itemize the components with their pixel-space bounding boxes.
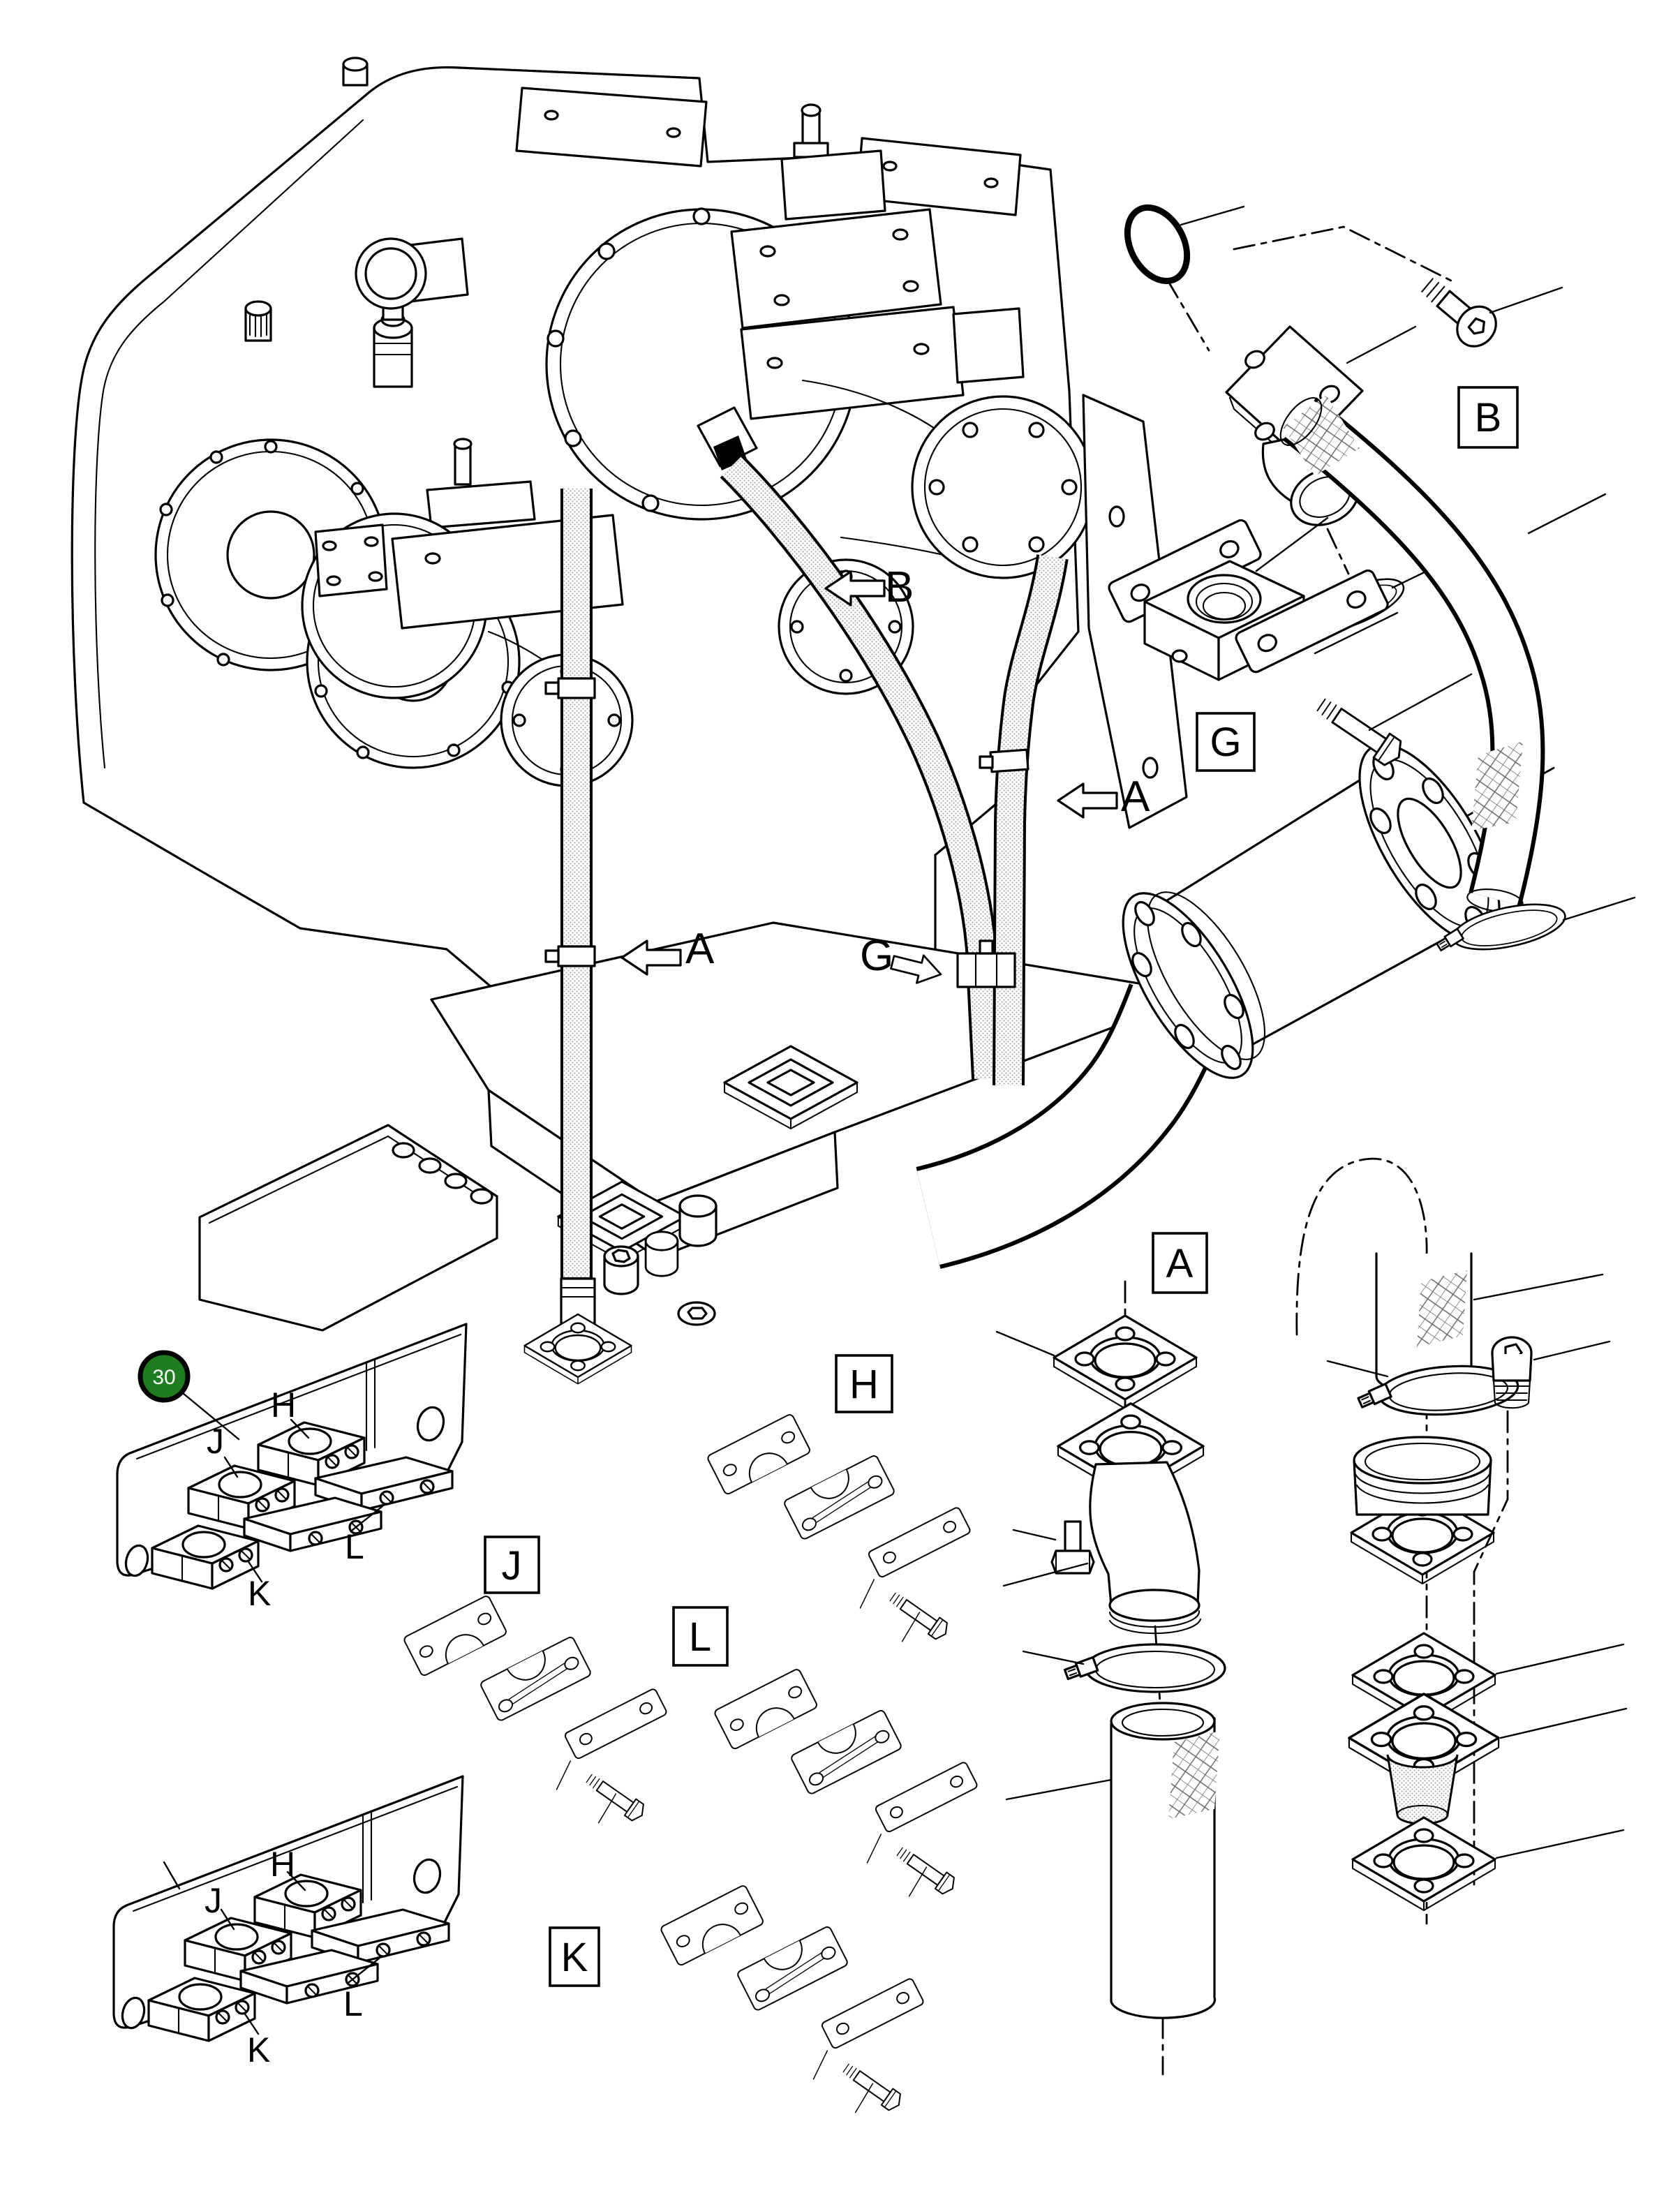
label-box-a bbox=[1152, 1232, 1208, 1294]
clamp-assembly-l bbox=[713, 1668, 978, 1897]
o-ring bbox=[1124, 204, 1191, 285]
hose-vertical bbox=[1375, 1252, 1604, 1395]
elbow-tube bbox=[1089, 1461, 1202, 1635]
hose-pair-clamp-g bbox=[956, 939, 1016, 988]
label-h: H bbox=[849, 1362, 879, 1407]
socket-head-screw bbox=[1421, 278, 1497, 348]
hydraulic-hoses bbox=[523, 406, 1069, 1385]
exploded-view-a bbox=[995, 1280, 1226, 2076]
bracket-lower-label-l: L bbox=[343, 1984, 363, 2023]
arrow-label-a-right: A bbox=[1121, 773, 1150, 821]
label-l: L bbox=[689, 1614, 711, 1660]
part-balloon-30[interactable]: 30 bbox=[137, 1350, 240, 1441]
bracket-upper-label-j: J bbox=[207, 1422, 224, 1461]
exploded-view-b bbox=[1124, 204, 1636, 962]
label-k: K bbox=[561, 1935, 588, 1980]
strainer-flange bbox=[1348, 1693, 1500, 1825]
clamp-assembly-h bbox=[706, 1413, 971, 1642]
coupling-socket bbox=[1350, 1436, 1495, 1585]
bracket-lower-label-h: H bbox=[270, 1845, 295, 1884]
label-box-h bbox=[835, 1354, 893, 1413]
label-box-b bbox=[1457, 386, 1519, 449]
exploded-view-g bbox=[1108, 516, 1473, 771]
label-box-k bbox=[549, 1926, 600, 1987]
large-suction-pipe bbox=[915, 743, 1501, 1269]
label-b: B bbox=[1475, 395, 1502, 440]
clamp-bracket-lower: H J L K bbox=[112, 1775, 464, 2069]
arrow-label-a-left: A bbox=[685, 925, 715, 973]
clamp-bracket-upper: 30 H J L K bbox=[116, 1323, 468, 1613]
exploded-view-right-column bbox=[1326, 1252, 1628, 1912]
label-box-g bbox=[1196, 712, 1256, 772]
label-j: J bbox=[502, 1543, 522, 1589]
bracket-lower-label-k: K bbox=[247, 2030, 270, 2069]
hose-a-detail bbox=[1005, 1702, 1220, 2019]
clamp-assembly-k bbox=[660, 1885, 924, 2113]
arrow-label-b: B bbox=[885, 563, 914, 611]
bracket-upper-label-k: K bbox=[248, 1574, 271, 1613]
arrow-label-g: G bbox=[860, 932, 893, 980]
hose-band-clamp bbox=[544, 677, 596, 967]
routing-centerline-loop bbox=[1295, 1157, 1428, 1925]
boxed-labels: B G A H J L K bbox=[484, 386, 1519, 1987]
flange-bolt bbox=[1050, 1520, 1095, 1575]
balloon-circle[interactable] bbox=[137, 1350, 191, 1403]
round-cover-upper bbox=[154, 438, 387, 671]
bracket-upper-label-l: L bbox=[345, 1527, 364, 1566]
label-box-l bbox=[672, 1606, 729, 1667]
bracket-upper-label-h: H bbox=[271, 1385, 296, 1425]
direction-callouts: B A A G bbox=[620, 563, 1150, 990]
label-a: A bbox=[1166, 1241, 1194, 1286]
bracket-lower-label-j: J bbox=[205, 1881, 222, 1920]
direction-arrow-a-right-icon bbox=[1057, 782, 1118, 819]
label-box-j bbox=[484, 1536, 540, 1594]
socket-screw-right bbox=[1491, 1336, 1533, 1409]
balloon-number: 30 bbox=[152, 1366, 175, 1389]
label-g: G bbox=[1210, 720, 1241, 765]
